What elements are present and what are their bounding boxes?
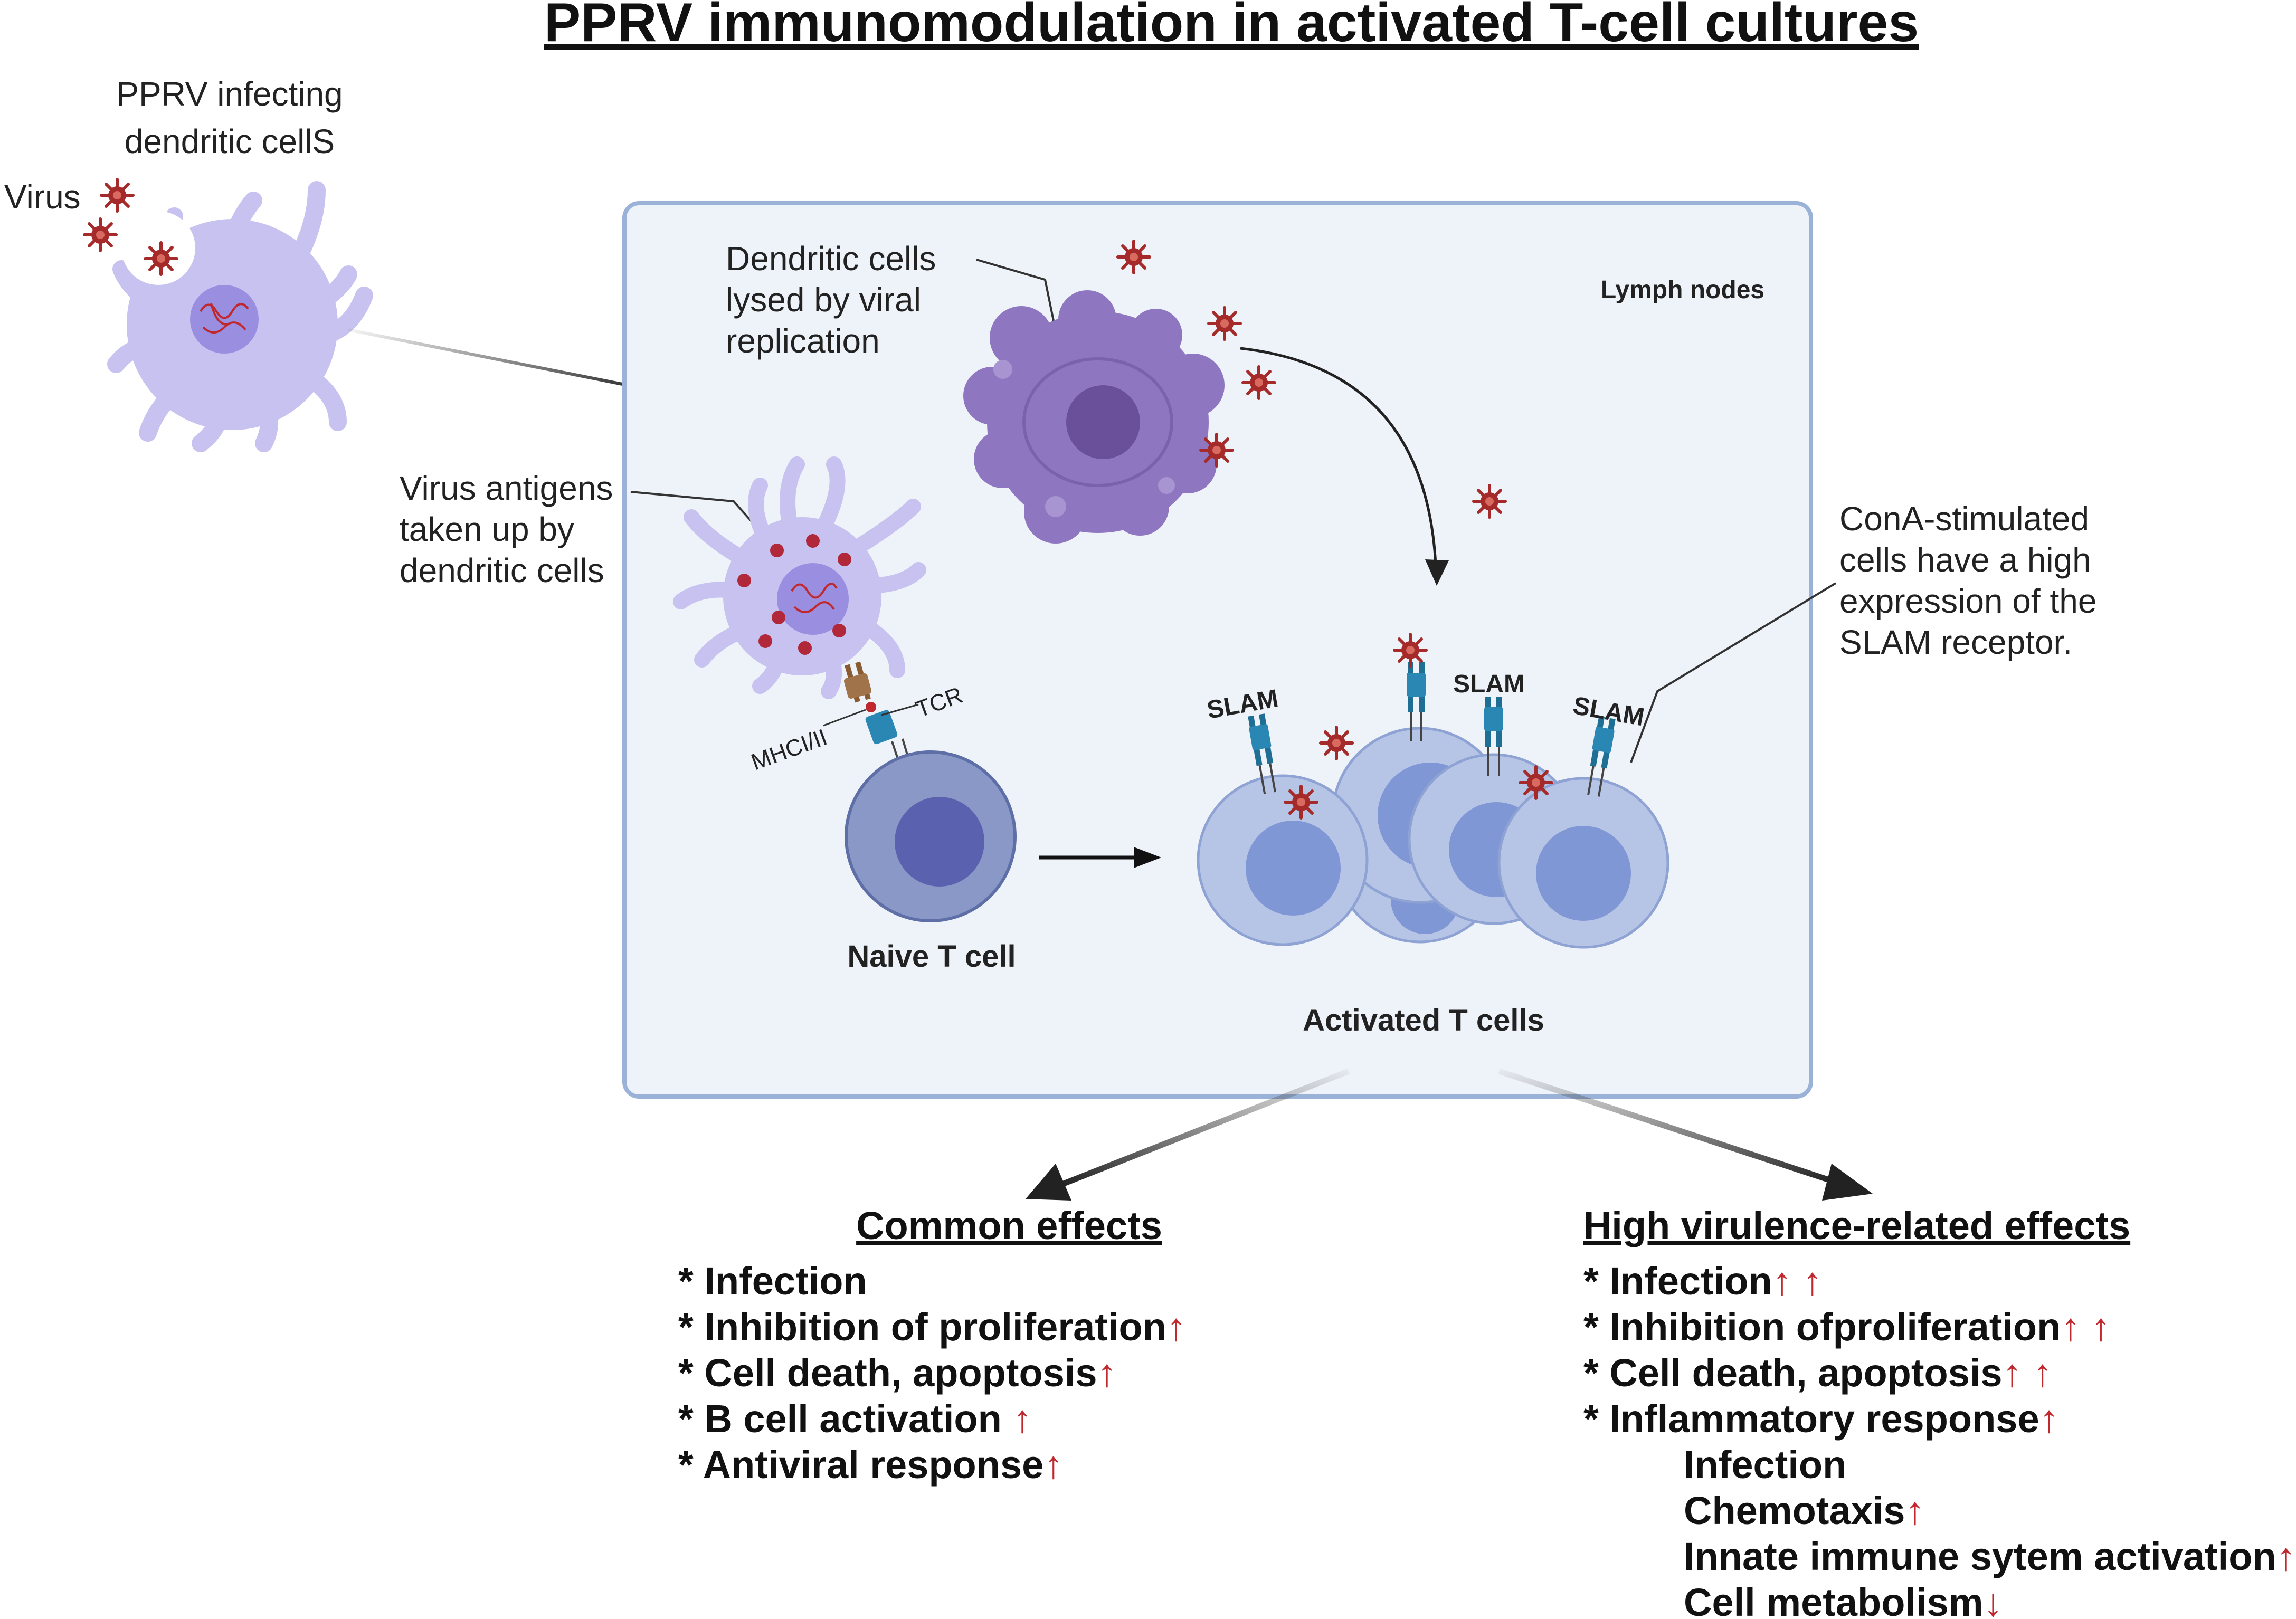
virulence-effects-heading: High virulence-related effects	[1583, 1204, 2130, 1247]
virulence-subeffect-item: Cell metabolism↓	[1684, 1580, 2003, 1619]
arrow-head	[1026, 1164, 1071, 1201]
change-arrow: ↓	[1984, 1580, 2003, 1619]
virulence-effect-item: * Infection↑ ↑	[1583, 1259, 1822, 1303]
virus-particle	[1520, 767, 1552, 798]
virus-particle	[1243, 367, 1275, 398]
infecting-dendritic-cell	[107, 181, 373, 452]
lysed-label-2: lysed by viral	[726, 281, 921, 319]
change-arrow: ↑ ↑	[2061, 1305, 2111, 1349]
virulence-effect-item: * Inflammatory response↑	[1583, 1397, 2059, 1441]
virulence-effects-list: * Infection↑ ↑* Inhibition ofproliferati…	[1583, 1259, 2296, 1619]
change-arrow: ↑	[2039, 1397, 2059, 1441]
virus-particle	[1474, 485, 1505, 517]
lymph-nodes-label: Lymph nodes	[1601, 276, 1764, 304]
virus-particle	[101, 179, 133, 211]
common-effects-heading: Common effects	[856, 1204, 1162, 1247]
change-arrow: ↑	[2276, 1535, 2296, 1578]
virulence-subeffect-item: Infection	[1684, 1443, 1846, 1487]
change-arrow: ↑	[1012, 1397, 1032, 1441]
change-arrow: ↑	[1905, 1489, 1924, 1532]
change-arrow: ↑ ↑	[2003, 1351, 2053, 1395]
lysed-label-3: replication	[726, 322, 880, 360]
change-arrow: ↑	[1166, 1305, 1186, 1349]
antigens-label-3: dendritic cells	[400, 551, 604, 589]
virulence-effect-item: * Cell death, apoptosis↑ ↑	[1583, 1351, 2052, 1395]
figure-title: PPRV immunomodulation in activated T-cel…	[544, 0, 1919, 53]
cona-label-4: SLAM receptor.	[1839, 623, 2072, 661]
arrow-head	[1425, 559, 1449, 586]
arrow-head	[1134, 847, 1161, 868]
antigens-label-2: taken up by	[400, 510, 574, 548]
arrow-lysed-to-tcells	[1240, 347, 1437, 565]
common-effect-item: * Cell death, apoptosis↑	[678, 1351, 1117, 1395]
naive-t-cell-nucleus	[895, 797, 984, 887]
infecting-dc-label-2: dendritic cellS	[125, 122, 335, 160]
arrow-to-virulence-effects	[1498, 1068, 1837, 1185]
activated-t-cell-cluster	[1197, 727, 1669, 949]
lysed-dendritic-cell	[963, 290, 1225, 544]
antigens-label-1: Virus antigens	[400, 469, 613, 507]
virus-particle	[1201, 434, 1232, 466]
change-arrow: ↑ ↑	[1772, 1259, 1823, 1303]
common-effect-item: * Antiviral response↑	[678, 1443, 1063, 1487]
virus-particle	[145, 243, 177, 274]
virulence-effect-item: * Inhibition ofproliferation↑ ↑	[1583, 1305, 2111, 1349]
common-effects-list: * Infection* Inhibition of proliferation…	[678, 1259, 1186, 1487]
cona-label-3: expression of the	[1839, 582, 2096, 620]
virus-particle	[1285, 786, 1317, 818]
naive-t-cell-label: Naive T cell	[847, 939, 1016, 974]
arrow-to-common-effects	[1059, 1068, 1350, 1188]
change-arrow: ↑	[1097, 1351, 1117, 1395]
virulence-subeffect-item: Chemotaxis↑	[1684, 1489, 1924, 1532]
cona-label-2: cells have a high	[1839, 541, 2091, 579]
virus-label: Virus	[4, 178, 81, 216]
common-effect-item: * Inhibition of proliferation↑	[678, 1305, 1186, 1349]
common-effect-item: * Infection	[678, 1259, 867, 1303]
cona-pointer-line	[1630, 582, 1837, 763]
virulence-subeffect-item: Innate immune sytem activation↑	[1684, 1535, 2296, 1578]
infecting-dc-label-1: PPRV infecting	[116, 75, 343, 113]
virus-particle	[1321, 727, 1352, 759]
virus-particle	[1209, 308, 1240, 339]
antigen-presenting-dendritic-cell	[673, 456, 926, 699]
arrow-head	[1822, 1164, 1873, 1201]
slam-label: SLAM	[1453, 670, 1525, 698]
common-effect-item: * B cell activation ↑	[678, 1397, 1032, 1441]
change-arrow: ↑	[1043, 1443, 1063, 1487]
virus-particle	[84, 219, 116, 251]
virus-particle	[1394, 634, 1426, 666]
cona-label-1: ConA-stimulated	[1839, 500, 2089, 538]
common-effects-panel: Common effects * Infection* Inhibition o…	[678, 1204, 1186, 1487]
activated-t-cells-label: Activated T cells	[1303, 1003, 1544, 1037]
lysed-label-1: Dendritic cells	[726, 240, 936, 278]
virulence-effects-panel: High virulence-related effects * Infecti…	[1583, 1204, 2296, 1619]
arrow-to-lymph-node	[348, 328, 655, 392]
mhc-tcr-complex	[823, 661, 919, 774]
virus-particle	[1118, 241, 1150, 273]
